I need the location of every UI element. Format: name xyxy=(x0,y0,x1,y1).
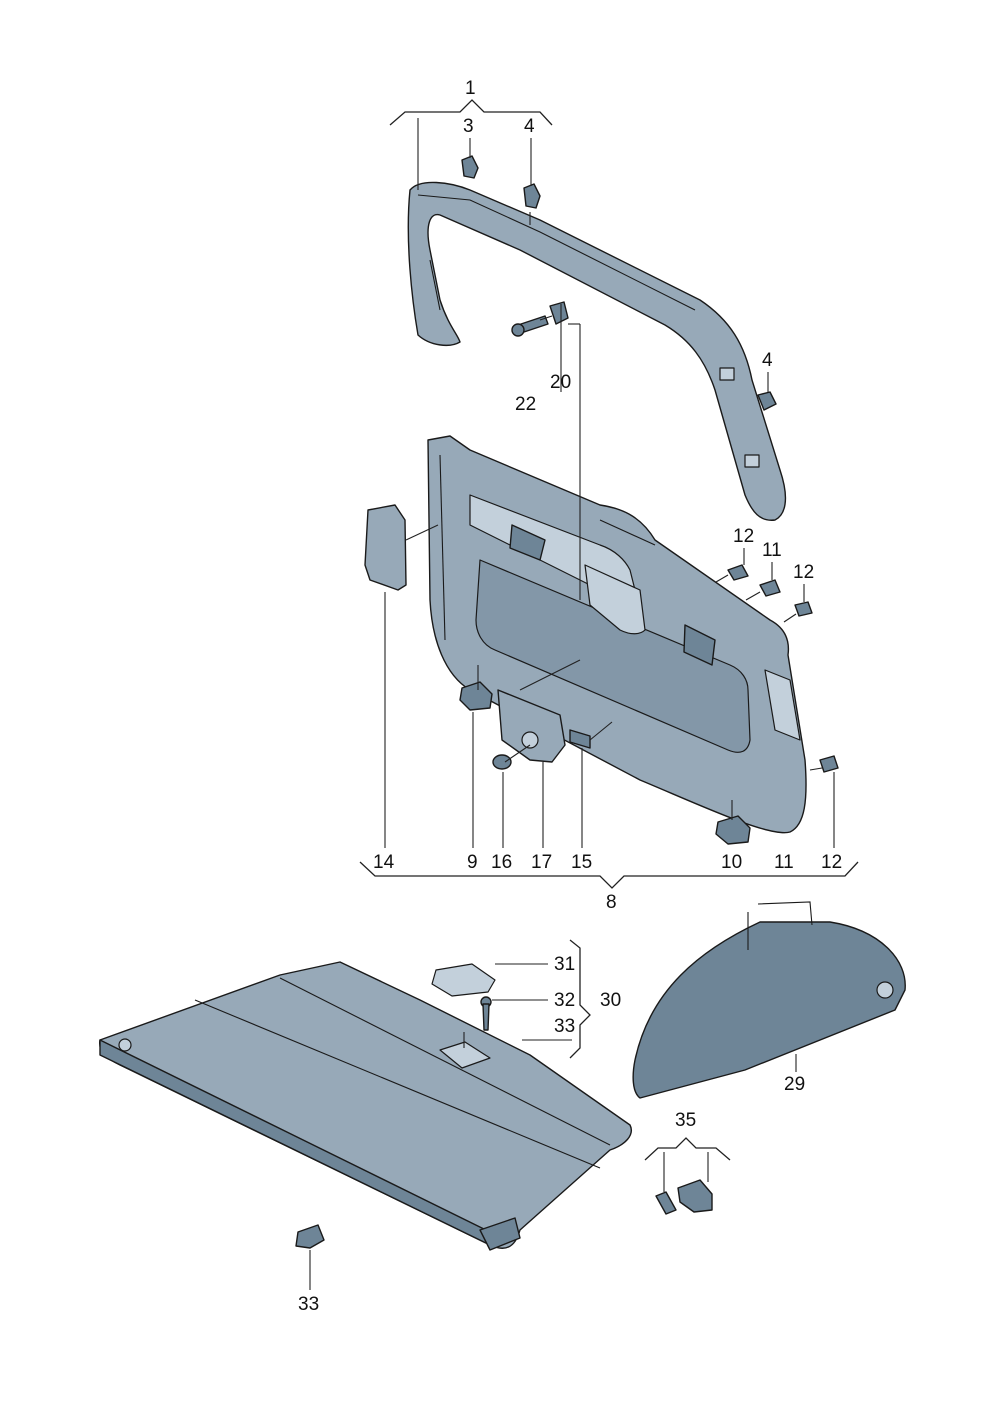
part-number-labels: 1 3 4 4 20 22 12 11 12 14 9 16 17 15 10 … xyxy=(298,78,842,1315)
grip-9 xyxy=(459,681,493,711)
clip-33 xyxy=(295,1224,325,1249)
leader-lines xyxy=(309,118,835,1290)
label-31: 31 xyxy=(554,954,575,975)
label-22: 22 xyxy=(515,394,536,415)
nut-20 xyxy=(549,301,569,325)
label-35: 35 xyxy=(675,1110,696,1131)
brace-30 xyxy=(569,939,591,1059)
side-cover-14 xyxy=(364,504,407,591)
label-12-upper: 12 xyxy=(733,526,754,547)
lock-plate xyxy=(584,564,646,635)
label-33-upper: 33 xyxy=(554,1016,575,1037)
clip-12-middle xyxy=(794,601,813,617)
luggage-cover xyxy=(98,961,632,1251)
label-11-lower: 11 xyxy=(774,852,794,873)
label-33-lower: 33 xyxy=(298,1294,319,1315)
clip-4-right xyxy=(757,391,777,411)
frame-clip-slot xyxy=(719,367,735,381)
spring-35 xyxy=(655,1191,677,1215)
label-29: 29 xyxy=(784,1074,805,1095)
label-14: 14 xyxy=(373,852,395,873)
label-17: 17 xyxy=(531,852,552,873)
label-32: 32 xyxy=(554,990,575,1011)
label-15: 15 xyxy=(571,852,592,873)
clip-3 xyxy=(461,155,479,179)
grip-10 xyxy=(715,815,751,845)
screw-32 xyxy=(480,996,492,1031)
label-11-upper: 11 xyxy=(762,540,782,561)
side-pocket xyxy=(764,669,801,741)
brace-35 xyxy=(644,1137,731,1161)
label-30: 30 xyxy=(600,990,621,1011)
label-12-middle: 12 xyxy=(793,562,814,583)
clip-4-top xyxy=(523,183,541,209)
handle-31 xyxy=(431,963,496,997)
label-12-lower: 12 xyxy=(821,852,842,873)
label-10: 10 xyxy=(721,852,742,873)
upper-trim-frame xyxy=(407,181,787,521)
storage-bag-29 xyxy=(632,901,906,1099)
lower-trim-panel xyxy=(427,435,807,834)
handle-recess xyxy=(475,559,751,753)
brace-1 xyxy=(389,99,553,126)
cover-15 xyxy=(569,729,591,749)
label-16: 16 xyxy=(491,852,512,873)
label-4-right: 4 xyxy=(762,350,773,371)
label-20: 20 xyxy=(550,372,571,393)
label-1: 1 xyxy=(465,78,476,99)
brace-8 xyxy=(359,861,859,889)
frame-clip-slot xyxy=(744,454,760,468)
plug-16 xyxy=(492,754,512,770)
screw-22 xyxy=(511,315,549,337)
label-8: 8 xyxy=(606,892,617,913)
light-left xyxy=(509,524,546,561)
clip-11 xyxy=(759,579,781,597)
label-3: 3 xyxy=(463,116,474,137)
retainer-35 xyxy=(677,1179,713,1213)
cover-handle-recess xyxy=(439,1041,491,1069)
clip-12-upper xyxy=(727,564,749,581)
label-4-top: 4 xyxy=(524,116,535,137)
light-right xyxy=(683,624,716,666)
clip-12-lower xyxy=(819,755,839,773)
label-9: 9 xyxy=(467,852,478,873)
cover-plate-17 xyxy=(497,689,566,763)
